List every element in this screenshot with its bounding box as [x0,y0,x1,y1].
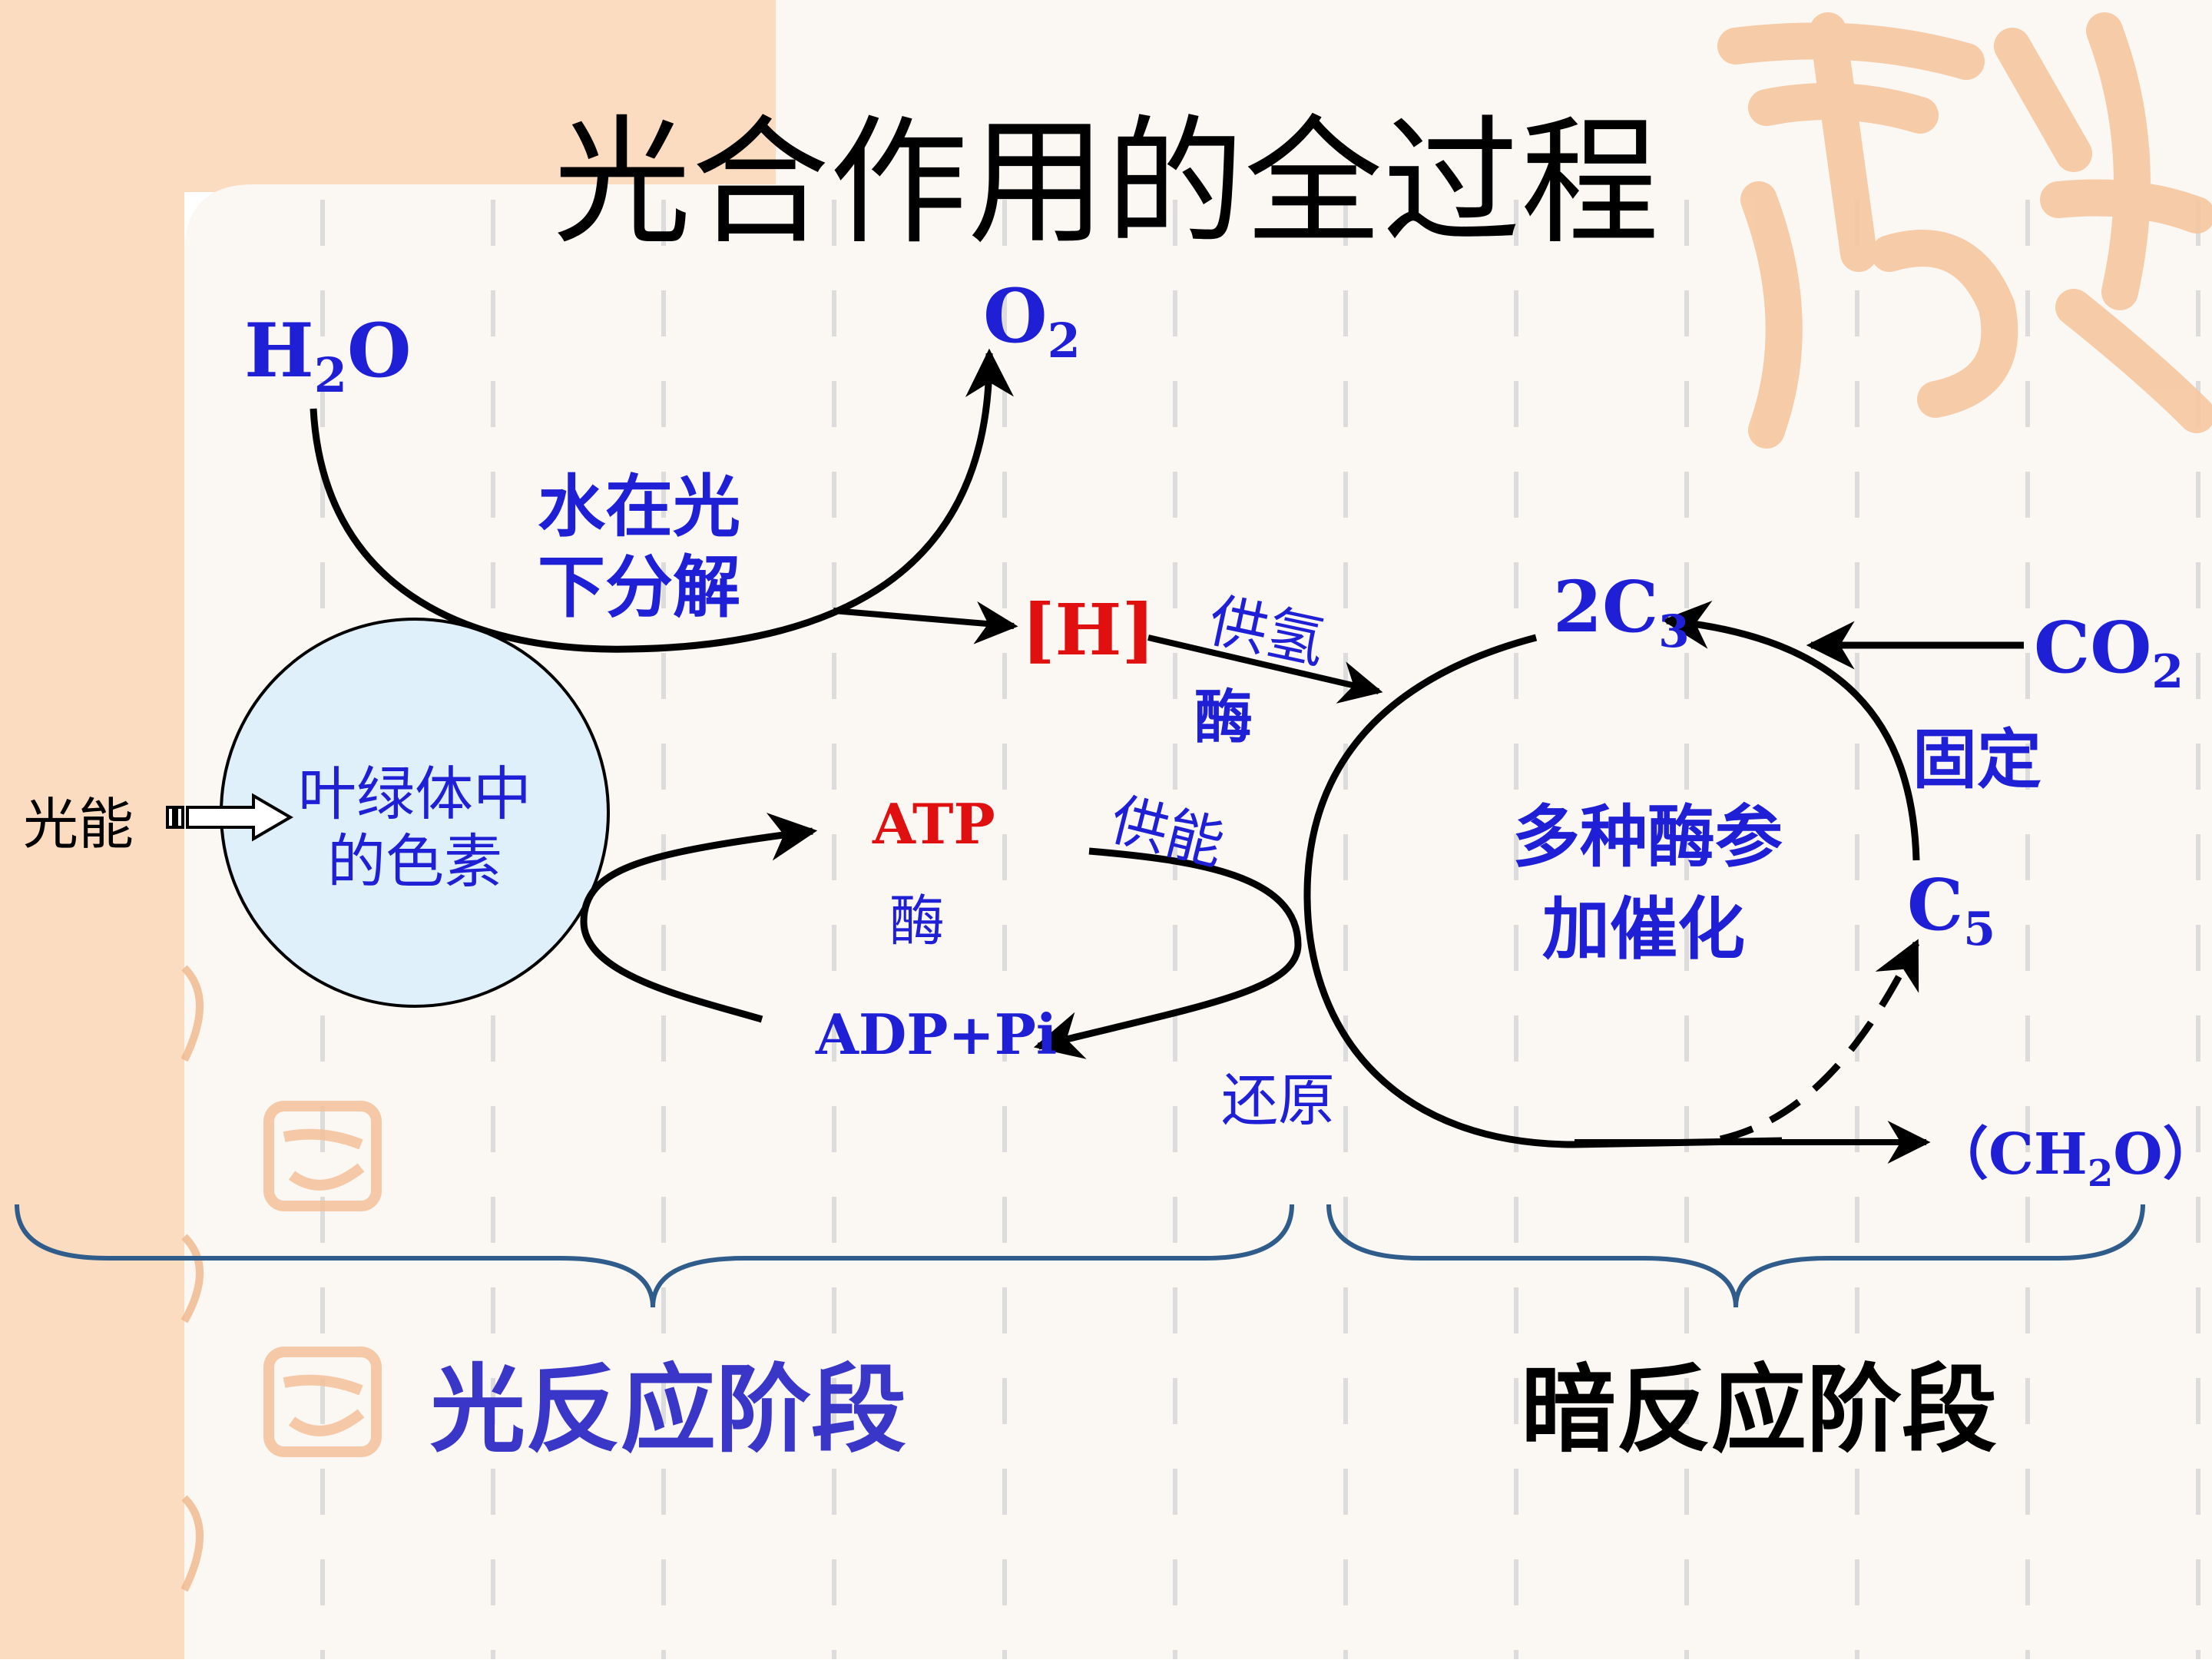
arrow-hydrogen-to-cycle [1147,634,1383,704]
dark-reaction-stage-label: 暗反应阶段 [1521,1354,1997,1466]
page-title: 光合作用的全过程 [553,103,1659,263]
chloroplast-label-line1: 叶绿体中 [298,760,531,828]
fixation-label: 固定 [1912,722,2041,797]
seal-watermark-icon [1717,12,2212,449]
enzyme-atp-label: 酶 [889,889,945,953]
co2-label: CO2 [2034,606,2184,699]
energy-supply-arc [1033,847,1302,1059]
oxygen-label: O2 [983,273,1081,369]
side-seal-icon [180,965,204,1592]
light-energy-label: 光能 [23,792,134,856]
hydrogen-label: [H] [1022,588,1155,671]
catalysis-label-line2: 加催化 [1542,889,1745,969]
reduction-label: 还原 [1221,1068,1335,1134]
regeneration-dashed-arrow [1719,939,1920,1143]
c5-label: C5 [1907,863,1995,956]
atp-adp-loop [580,812,818,1023]
water-split-label-line2: 下分解 [538,548,740,627]
enzyme-hydrogen-label: 酶 [1194,683,1253,751]
atp-label: ATP [872,791,995,856]
light-input-arrow-icon [166,793,293,842]
water-split-label-line1: 水在光 [538,467,740,546]
water-split-arc [310,348,1014,653]
content-panel [184,0,2212,1659]
top-band [0,0,776,192]
light-reaction-stage-label: 光反应阶段 [430,1355,906,1466]
chloroplast-label-line2: 的色素 [327,827,502,896]
catalysis-label-line1: 多种酶参 [1512,797,1783,876]
calvin-cycle-arc [1303,634,1783,1148]
adp-label: ADP+Pi [815,1002,1057,1067]
c3-label: 2C3 [1553,565,1690,658]
dark-stage-brace [1326,1204,2145,1308]
water-label: H2O [244,307,411,403]
carbohydrate-label: （CH2O） [1932,1121,2212,1195]
light-stage-brace [15,1204,1294,1308]
small-seal-icon [263,1101,382,1457]
left-band [0,0,184,1659]
arrow-to-hydrogen [833,601,1018,644]
c5-to-c3-arc [1661,601,1920,861]
